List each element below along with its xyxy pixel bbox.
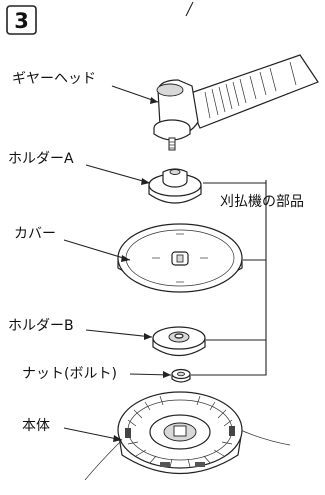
body-illustration [84,391,291,481]
label-body: 本体 [22,418,123,442]
label-nut: ナット(ボルト) [22,366,172,382]
label-brushcutter-parts: 刈払機の部品 [220,194,304,210]
label-holder-b: ホルダーB [8,318,153,340]
label-holder-a-text: ホルダーA [8,151,74,167]
label-cover: カバー [14,226,131,262]
label-holder-a: ホルダーA [8,151,151,185]
label-gear-head-text: ギヤーヘッド [12,71,96,87]
label-gear-head: ギヤーヘッド [12,71,159,104]
label-body-text: 本体 [22,418,50,434]
step-badge: 3 [6,5,37,35]
holder-a-illustration [148,168,202,204]
step-number: 3 [14,9,29,33]
nut-illustration [171,368,191,383]
top-stroke [185,1,194,17]
cover-illustration [117,223,243,293]
label-nut-text: ナット(ボルト) [22,366,117,382]
gear-head-illustration [153,54,319,151]
parts-bracket: 刈払機の部品 [191,180,304,376]
label-holder-b-text: ホルダーB [8,318,74,334]
label-cover-text: カバー [14,226,56,242]
holder-b-illustration [152,326,206,357]
